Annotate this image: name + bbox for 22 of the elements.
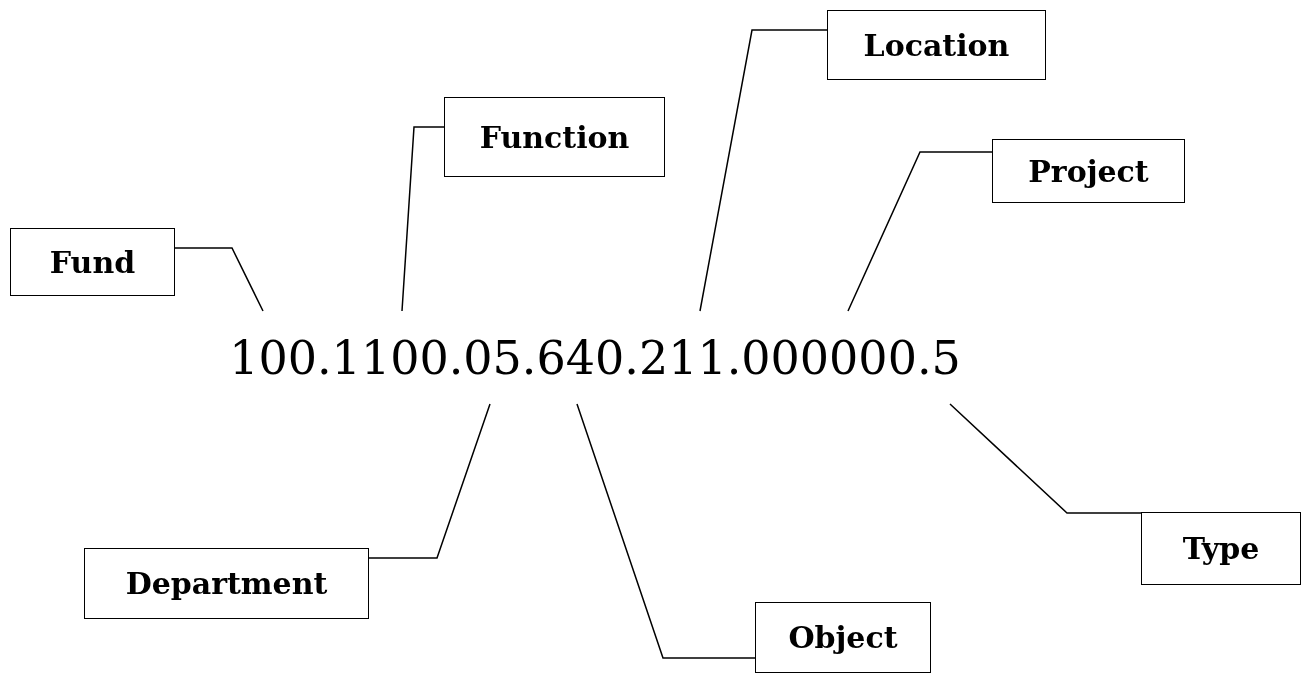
leader-line (699, 29, 828, 312)
label-text: Type (1182, 531, 1260, 566)
label-text: Location (863, 27, 1010, 63)
label-box (755, 602, 931, 673)
label-box (10, 228, 175, 296)
label-box (992, 139, 1185, 203)
label-text: Function (479, 119, 630, 155)
label-box (827, 10, 1046, 80)
label-box (1141, 512, 1301, 585)
leader-line (401, 126, 445, 312)
leader-line (576, 403, 756, 659)
leader-line (174, 247, 264, 312)
leader-line (847, 151, 993, 312)
leader-line (949, 403, 1142, 514)
label-box (444, 97, 665, 177)
account-code: 100.1100.05.640.211.000000.5 (190, 311, 1000, 404)
label-text: Project (1028, 153, 1149, 189)
label-text: Fund (49, 244, 136, 280)
label-box (84, 548, 369, 619)
label-text: Object (788, 620, 898, 655)
leader-line (368, 403, 491, 559)
label-text: Department (125, 566, 328, 601)
